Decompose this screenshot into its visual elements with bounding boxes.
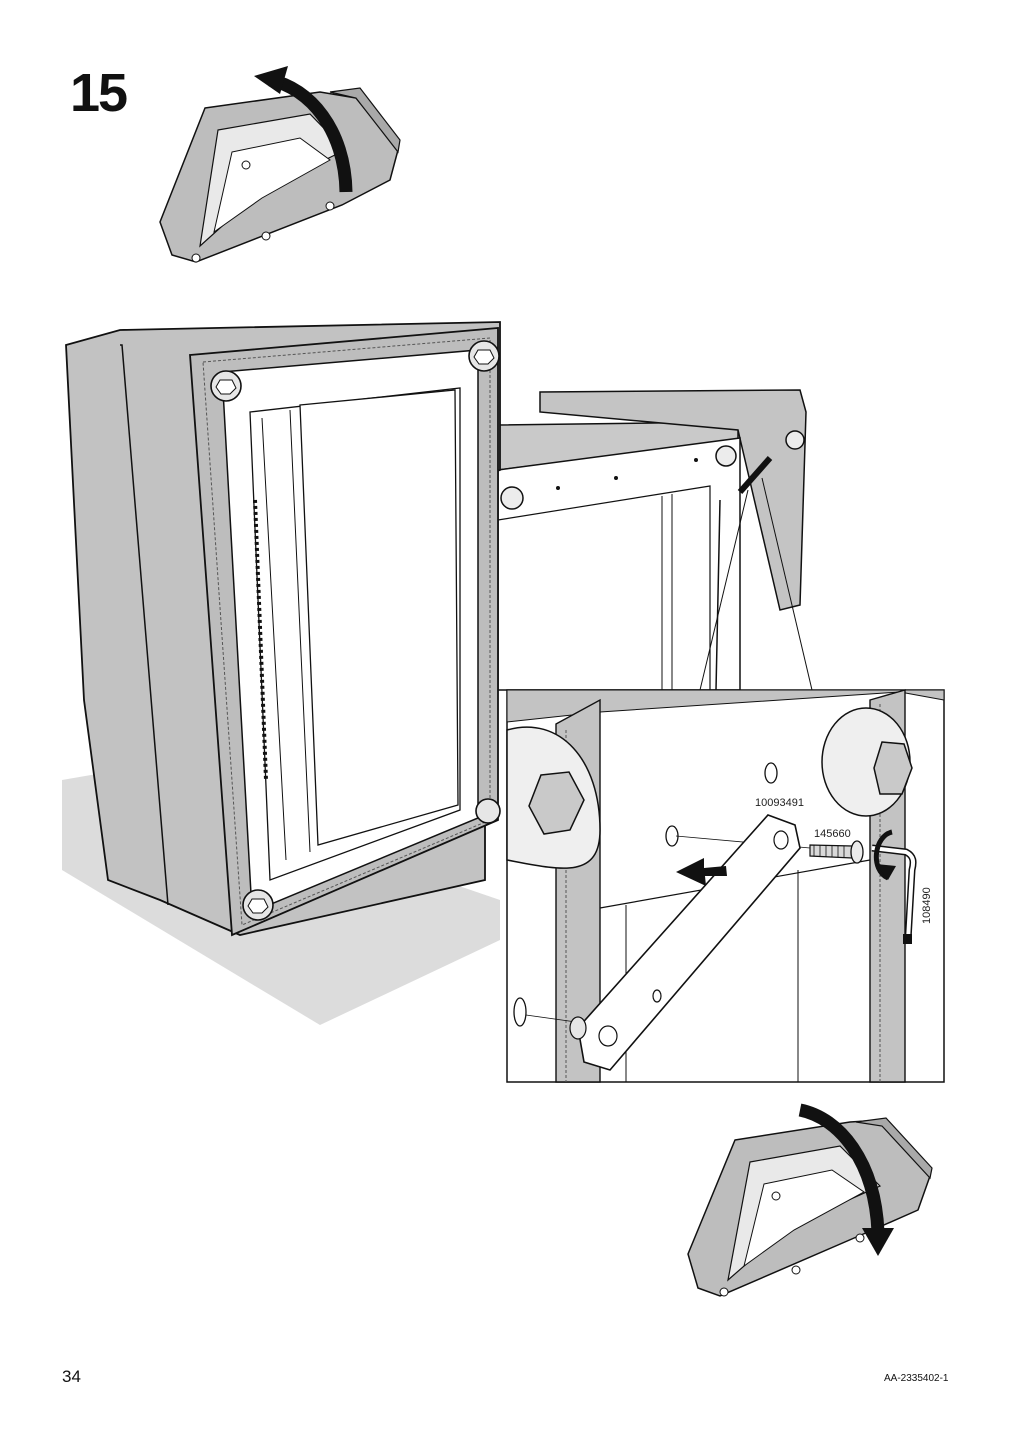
step-number: 15 xyxy=(70,63,128,123)
rotate-down-arrow-icon xyxy=(798,1103,894,1256)
rear-module xyxy=(497,389,807,691)
label-bolt-145660: 145660 xyxy=(814,828,851,840)
detail-inset xyxy=(506,689,945,1083)
page-number: 34 xyxy=(62,1367,81,1386)
turn-clockwise-arrow-icon xyxy=(873,829,896,881)
document-code: AA-2335402-1 xyxy=(884,1373,949,1384)
label-fitting-10093491: 10093491 xyxy=(755,797,804,809)
thumbnail-tilt-down xyxy=(687,1117,933,1297)
thumbnail-tilt-up xyxy=(159,87,401,263)
rotate-up-arrow-icon xyxy=(254,66,353,193)
front-module xyxy=(65,321,501,937)
zoom-pointer-lines xyxy=(699,477,813,691)
label-allen-key-108490: 108490 xyxy=(921,887,933,924)
push-arrow-icon xyxy=(676,858,727,886)
